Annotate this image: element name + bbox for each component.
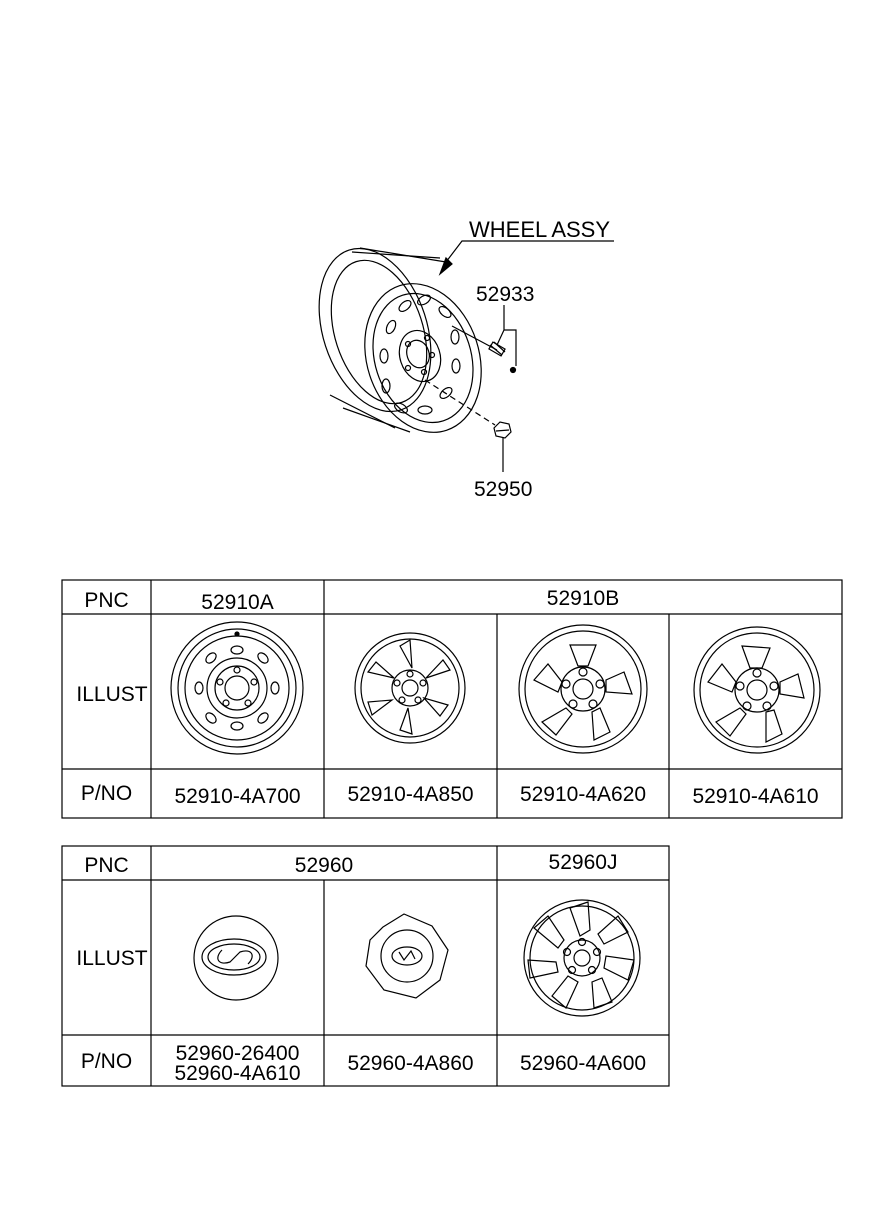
- table1-pnc-header: PNC: [84, 589, 129, 612]
- table2-group-52960: 52960: [294, 854, 354, 877]
- table1-pno-header: P/NO: [80, 782, 133, 805]
- alloy-wheel-4a620-illustration: [518, 624, 648, 754]
- table1-grid: [61, 579, 843, 819]
- alloy-wheel-4a850-illustration: [354, 632, 466, 744]
- table1-illust-header: ILLUST: [76, 683, 148, 706]
- table1-part-2: 52910-4A620: [519, 783, 647, 806]
- table2-pnc-header: PNC: [84, 854, 129, 877]
- steel-wheel-illustration: [170, 621, 304, 755]
- table2-part-2: 52960-4A860: [347, 1052, 474, 1075]
- table2-grid: [61, 845, 670, 1087]
- table2-pno-header: P/NO: [80, 1050, 133, 1073]
- table1-part-0: 52910-4A700: [174, 785, 301, 808]
- table2-part-0: 52960-26400: [175, 1042, 300, 1065]
- wheel-cover-illustration: [523, 899, 641, 1017]
- table2-part-3: 52960-4A600: [519, 1052, 647, 1075]
- wheel-assy-label: WHEEL ASSY: [469, 217, 611, 242]
- valve-callout-label: 52933: [476, 283, 535, 306]
- center-cap-round-illustration: [193, 915, 279, 1001]
- table1-part-1: 52910-4A850: [347, 783, 474, 806]
- table2-group-52960j: 52960J: [548, 851, 618, 874]
- nut-callout-label: 52950: [474, 478, 533, 501]
- table2-illust-header: ILLUST: [76, 947, 148, 970]
- alloy-wheel-4a610-illustration: [693, 626, 821, 754]
- table1-group-52910a: 52910A: [201, 591, 274, 614]
- table2-part-1: 52960-4A610: [174, 1062, 301, 1085]
- table1-part-3: 52910-4A610: [692, 785, 819, 808]
- wheel-assy-illustration: [318, 240, 614, 472]
- center-cap-star-illustration: [365, 913, 449, 999]
- table1-group-52910b: 52910B: [546, 587, 620, 610]
